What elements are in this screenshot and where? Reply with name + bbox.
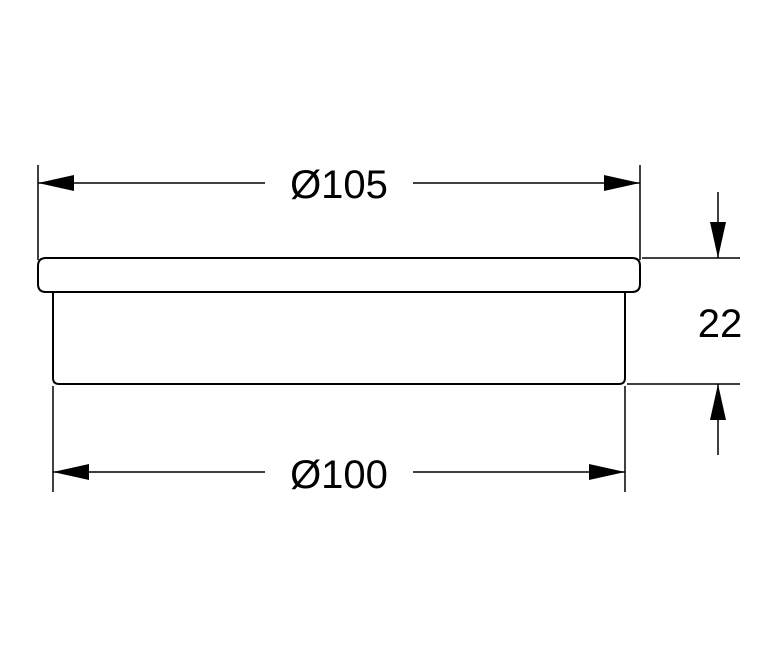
rim-outline <box>37 257 641 293</box>
bottom-right-arrowhead <box>589 464 625 480</box>
top-left-arrowhead <box>38 175 74 191</box>
top-diameter-label: Ø105 <box>290 163 388 207</box>
top-right-arrowhead <box>604 175 640 191</box>
height-bottom-arrowhead <box>710 384 726 420</box>
bottom-left-arrowhead <box>53 464 89 480</box>
body-outline <box>52 292 626 385</box>
part-outline <box>37 257 641 385</box>
top-diameter-dimension: Ø105 <box>37 163 641 260</box>
height-top-arrowhead <box>710 222 726 258</box>
height-dimension: 22 <box>627 192 742 455</box>
bottom-diameter-dimension: Ø100 <box>52 386 626 497</box>
height-label: 22 <box>698 302 743 346</box>
bottom-diameter-label: Ø100 <box>290 453 388 497</box>
